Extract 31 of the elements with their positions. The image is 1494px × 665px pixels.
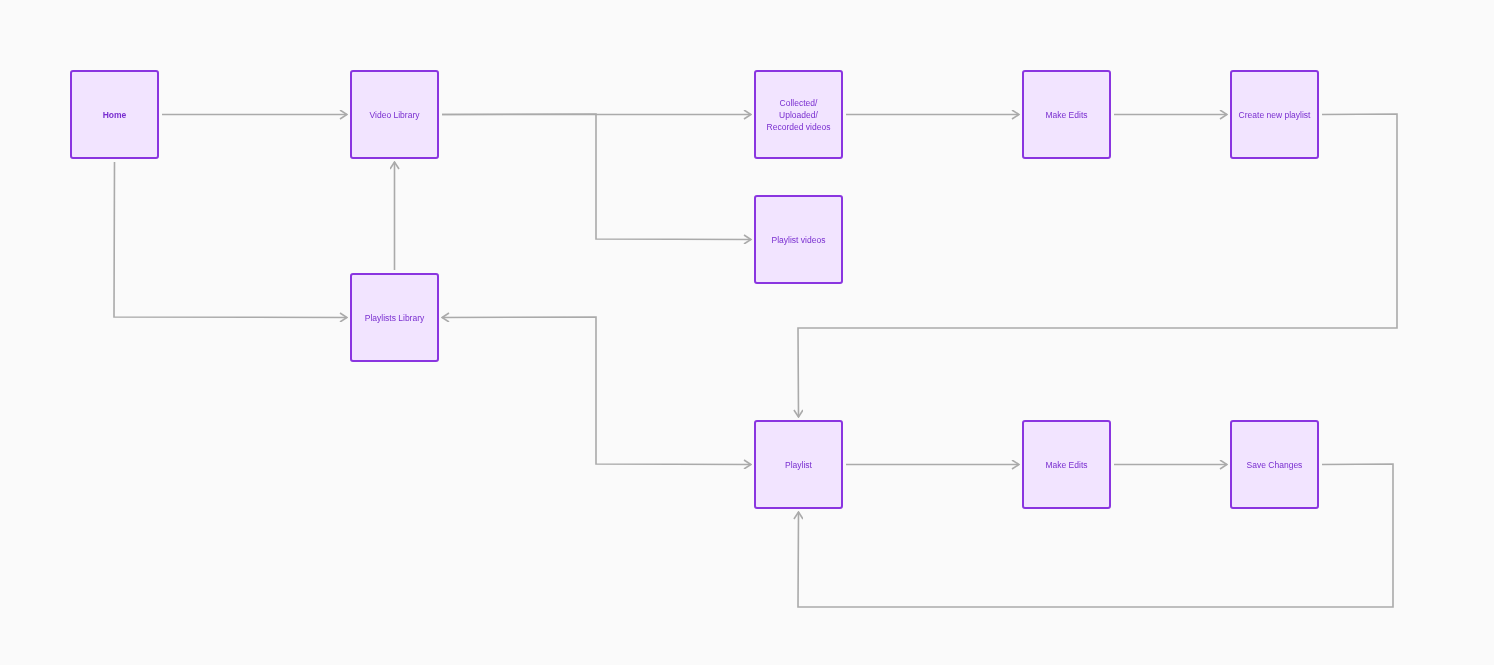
arrow: [1113, 459, 1228, 470]
arrow: [1113, 109, 1228, 120]
process-box: [350, 70, 439, 159]
box-label: Playlist videos: [770, 233, 827, 246]
arrow: [389, 161, 400, 271]
box-label: Video Library: [368, 108, 421, 121]
arrow: [845, 459, 1020, 470]
arrow: [441, 312, 752, 470]
arrow: [161, 109, 348, 120]
process-box: [754, 70, 843, 159]
process-box: [350, 273, 439, 362]
arrow: [441, 113, 752, 245]
process-box: [70, 70, 159, 159]
box-label: Make Edits: [1044, 458, 1089, 471]
process-box: [754, 195, 843, 284]
arrow: [793, 113, 1398, 418]
box-label: Create new playlist: [1237, 108, 1312, 121]
process-box: [754, 420, 843, 509]
process-box: [1230, 420, 1319, 509]
box-label: Home: [101, 108, 128, 121]
box-label: Playlists Library: [363, 311, 426, 324]
arrow: [793, 463, 1394, 608]
process-box: [1022, 420, 1111, 509]
box-label: Make Edits: [1044, 108, 1089, 121]
arrow: [845, 109, 1020, 120]
process-box: [1022, 70, 1111, 159]
box-label: Playlist: [784, 458, 813, 471]
box-label: Collected/ Uploaded/ Recorded videos: [765, 96, 832, 133]
process-box: [1230, 70, 1319, 159]
arrow: [113, 161, 348, 323]
box-label: Save Changes: [1245, 458, 1304, 471]
